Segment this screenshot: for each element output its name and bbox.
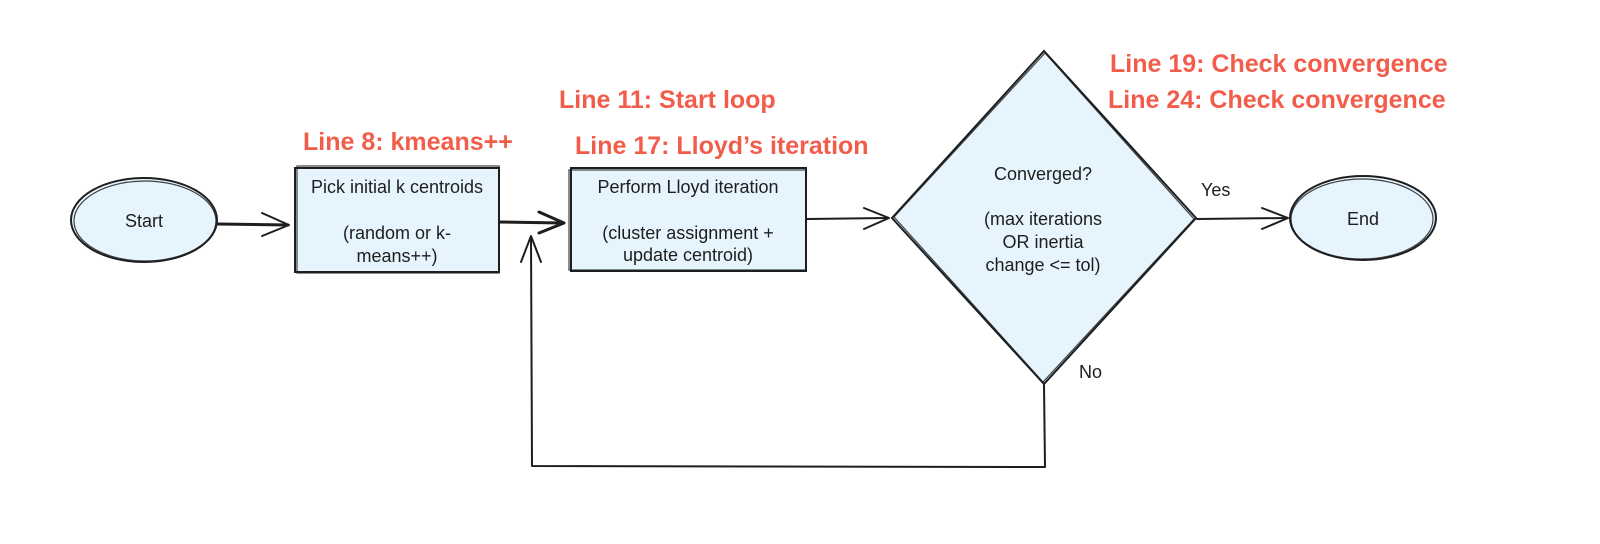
arrow-start-to-init — [216, 212, 290, 237]
annotation-line17: Line 17: Lloyd’s iteration — [575, 132, 869, 160]
annotation-line19: Line 19: Check convergence — [1110, 50, 1448, 78]
arrow-loop-back-no — [520, 235, 1046, 468]
converged-decision-node: Converged? (max iterations OR inertia ch… — [890, 49, 1198, 386]
converged-line3: OR inertia — [1002, 232, 1084, 252]
yes-label: Yes — [1201, 180, 1230, 200]
start-label: Start — [125, 211, 163, 231]
lloyd-iteration-line2: (cluster assignment + — [602, 223, 774, 243]
converged-line2: (max iterations — [984, 209, 1102, 229]
init-centroids-line3: means++) — [356, 246, 437, 266]
lloyd-iteration-line3: update centroid) — [623, 245, 753, 265]
init-centroids-line1: Pick initial k centroids — [311, 177, 483, 197]
arrow-lloyd-to-converged — [806, 207, 890, 230]
arrow-converged-to-end — [1196, 207, 1289, 230]
converged-line4: change <= tol) — [985, 255, 1100, 275]
lloyd-iteration-node: Perform Lloyd iteration (cluster assignm… — [568, 167, 807, 272]
init-centroids-node: Pick initial k centroids (random or k- m… — [294, 165, 500, 274]
end-node: End — [1289, 175, 1437, 261]
converged-line1: Converged? — [994, 164, 1092, 184]
annotation-line11: Line 11: Start loop — [559, 86, 776, 114]
no-label: No — [1079, 362, 1102, 382]
lloyd-iteration-line1: Perform Lloyd iteration — [597, 177, 778, 197]
arrow-init-to-lloyd — [498, 210, 566, 235]
end-label: End — [1347, 209, 1379, 229]
annotation-line8: Line 8: kmeans++ — [303, 128, 513, 156]
init-centroids-line2: (random or k- — [343, 223, 451, 243]
annotation-line24: Line 24: Check convergence — [1108, 86, 1446, 114]
start-node: Start — [70, 177, 218, 263]
